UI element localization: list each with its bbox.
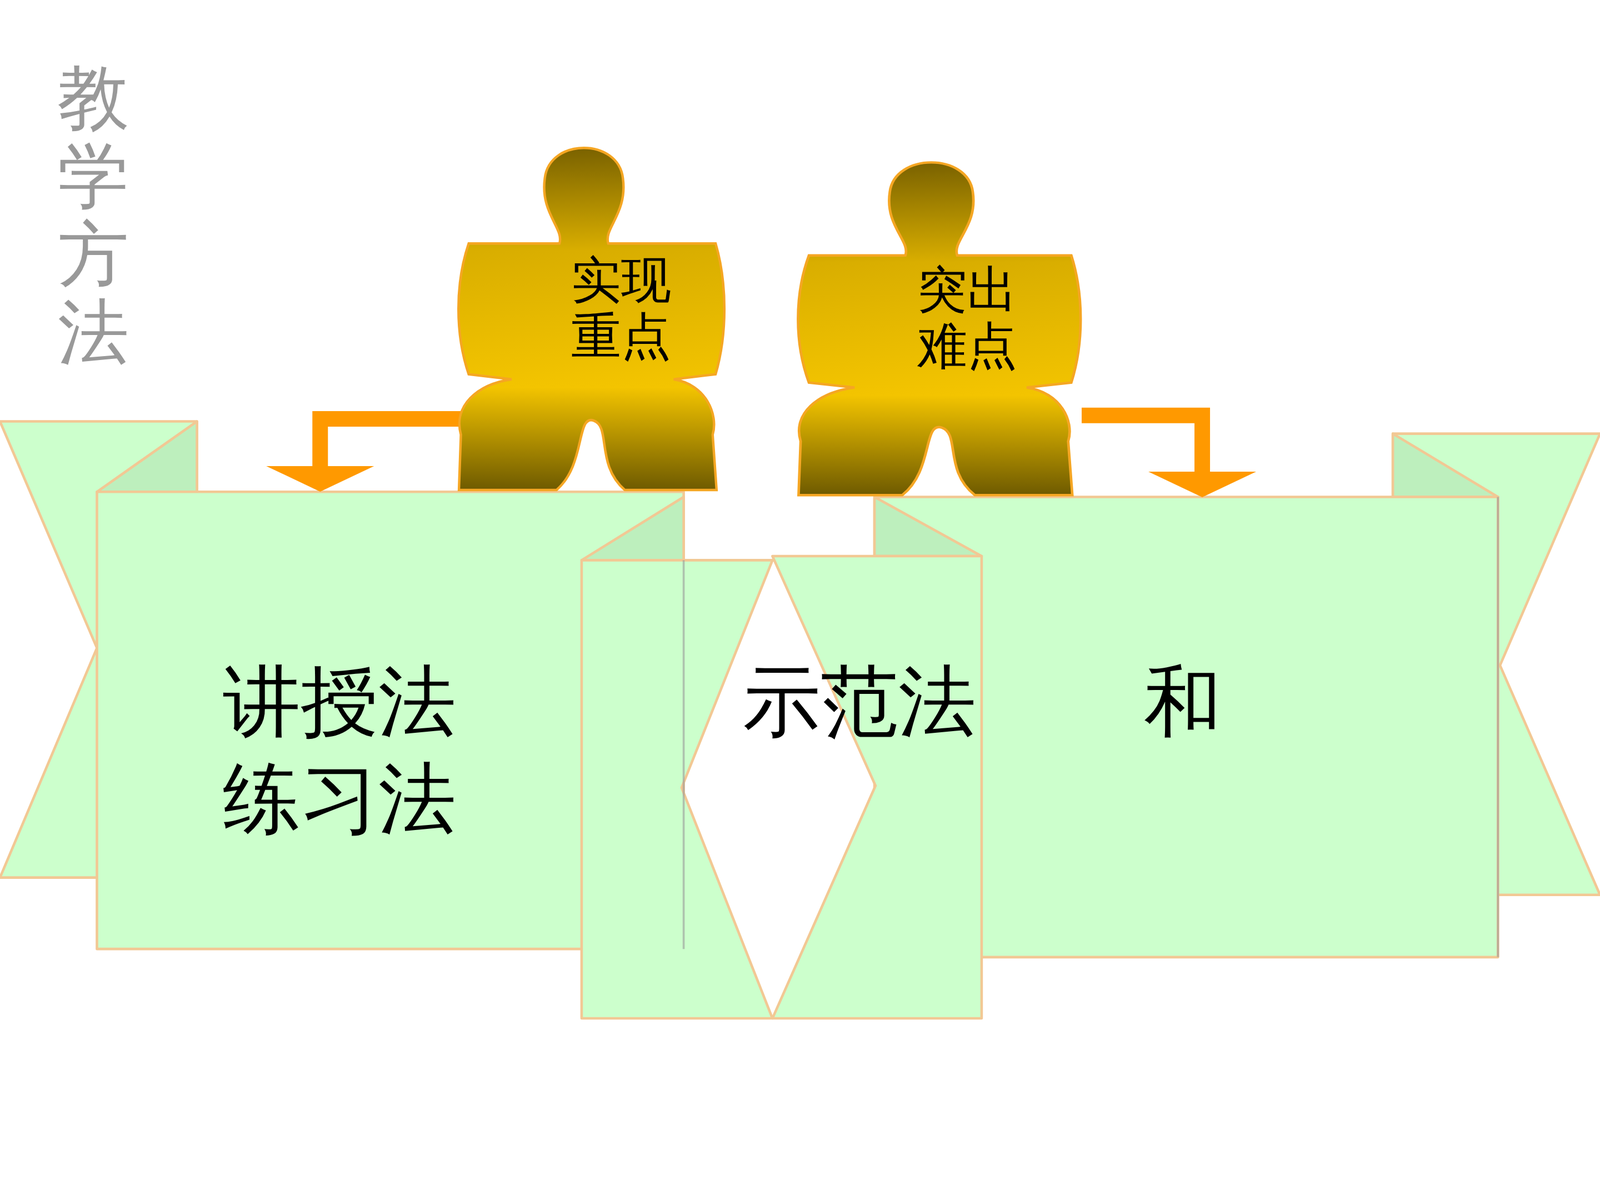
arrow-head — [1148, 471, 1257, 498]
node-label: 突出 难点 — [907, 261, 1028, 374]
puzzle-piece: 突出 难点 — [786, 147, 1098, 500]
elbow-arrow — [266, 418, 462, 492]
ribbon-panel: 示范法 和 — [581, 497, 1499, 1019]
arrow-line — [320, 418, 462, 468]
puzzle-piece: 实现 重点 — [447, 132, 740, 495]
node-label: 示范法 — [742, 652, 1000, 750]
vertical-title: 教学方法 — [57, 58, 129, 372]
node-label: 讲授法 练习法 — [222, 652, 480, 848]
arrow-head — [266, 466, 374, 492]
ribbon-fold — [96, 421, 197, 493]
node-label: 实现 重点 — [561, 252, 682, 365]
ribbon-fold — [581, 496, 684, 560]
arrow-line — [1081, 415, 1203, 473]
elbow-arrow — [1081, 415, 1257, 498]
ribbon-fold — [874, 496, 982, 557]
node-label: 和 — [1143, 652, 1253, 750]
ribbon-fold — [1392, 433, 1498, 498]
ribbon-gap — [687, 571, 870, 1006]
ribbon-panel: 讲授法 练习法 — [97, 491, 684, 949]
